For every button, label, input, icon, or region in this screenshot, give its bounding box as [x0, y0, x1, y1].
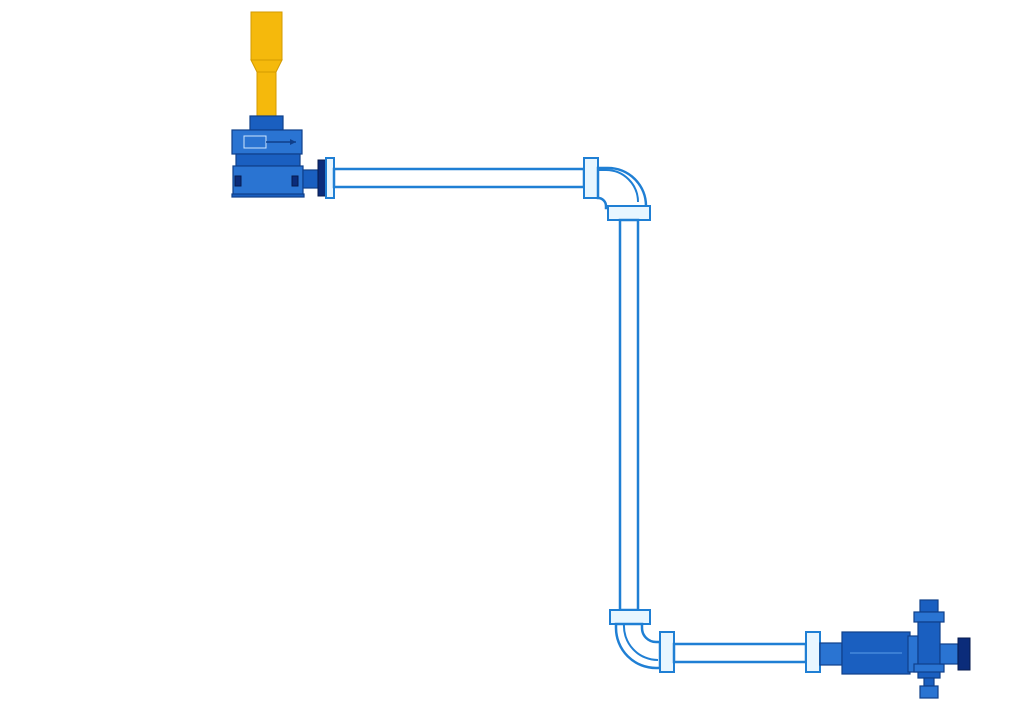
- top-gearbox-unit: [231, 11, 329, 198]
- flange-elbow-top: [607, 205, 651, 221]
- valve-cap: [919, 599, 939, 613]
- coupling-block: [249, 115, 284, 131]
- pump-outlet: [939, 643, 959, 665]
- elbow-upper-right: [596, 166, 651, 221]
- flange-elbow-bottom: [609, 609, 651, 625]
- flange-lower-right: [805, 631, 821, 673]
- gearbox-bolt-right: [291, 175, 299, 187]
- gearbox-base: [231, 193, 305, 198]
- bottom-pump-unit: [819, 599, 971, 699]
- horizontal-pipe-upper: [325, 157, 599, 199]
- elbow-lower-left: [609, 609, 662, 670]
- flange-lower-left: [659, 631, 675, 673]
- valve-flange-top: [913, 611, 945, 623]
- gearbox-middle-band: [235, 153, 301, 167]
- horizontal-pipe-lower: [659, 631, 821, 673]
- vertical-drive-shaft: [250, 11, 283, 119]
- gearbox-bolt-left: [234, 175, 242, 187]
- valve-flange-bottom: [913, 663, 945, 673]
- valve-stem: [923, 677, 935, 687]
- vertical-pipe: [618, 218, 640, 612]
- flange-upper-right: [583, 157, 599, 199]
- valve-drain: [919, 685, 939, 699]
- pump-inlet: [819, 642, 843, 666]
- pump-outlet-cap: [957, 637, 971, 671]
